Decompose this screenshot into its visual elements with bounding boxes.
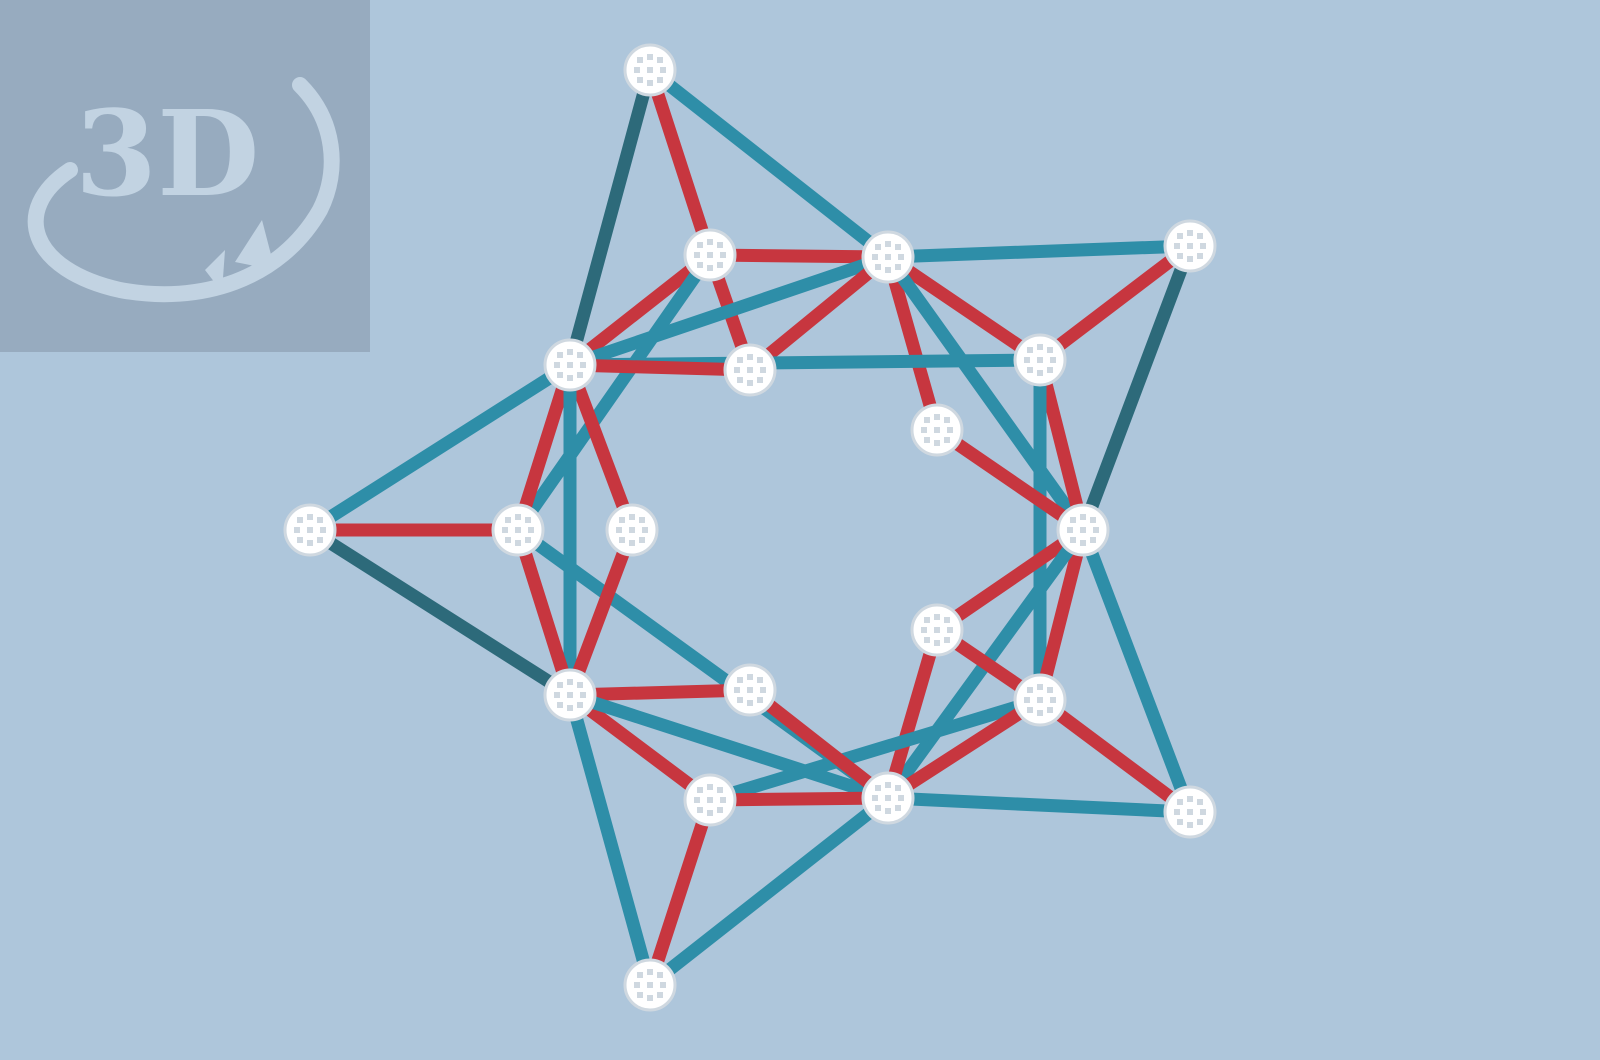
strut-D-E — [1033, 239, 1197, 367]
node-I — [283, 503, 337, 557]
strut-Q-R — [703, 791, 895, 807]
strut-C-H — [881, 250, 944, 437]
strut-J-O — [511, 523, 577, 702]
strut-M-R — [881, 623, 944, 805]
node-S — [1163, 785, 1217, 839]
strut-O-R — [563, 688, 895, 805]
badge-label: 3D — [75, 84, 259, 223]
strut-N2-Q — [703, 693, 1047, 807]
strut-B-C — [703, 248, 895, 264]
strut-O-T — [563, 688, 657, 992]
strut-E-L — [1033, 353, 1090, 537]
node-O — [543, 668, 597, 722]
node-N2 — [1013, 673, 1067, 727]
nodes — [283, 43, 1217, 1012]
node-H — [910, 403, 964, 457]
node-D — [1163, 219, 1217, 273]
strut-F-G — [563, 358, 757, 377]
strut-C-L — [881, 250, 1090, 537]
strut-C-F — [563, 250, 895, 372]
strut-N2-R — [881, 693, 1047, 805]
node-M — [910, 603, 964, 657]
3d-view-badge[interactable]: 3D — [0, 0, 370, 352]
strut-F-J — [511, 358, 577, 537]
node-J — [491, 503, 545, 557]
node-A — [623, 43, 677, 97]
node-G — [723, 343, 777, 397]
strut-C-E — [881, 250, 1047, 367]
strut-A-C — [643, 63, 895, 264]
strut-F-K — [563, 358, 639, 537]
strut-I-O — [303, 523, 577, 702]
strut-R-S — [881, 791, 1197, 819]
strut-L-N2 — [1033, 523, 1090, 707]
strut-F-I — [303, 358, 577, 537]
struts — [303, 63, 1197, 992]
strut-H-L — [930, 423, 1090, 537]
node-P — [723, 663, 777, 717]
strut-C-G — [743, 250, 895, 377]
node-C — [861, 230, 915, 284]
node-K — [605, 503, 659, 557]
node-F — [543, 338, 597, 392]
strut-R-T — [643, 791, 895, 992]
strut-Q-T — [643, 793, 717, 992]
strut-P-R — [743, 683, 895, 805]
node-L — [1056, 503, 1110, 557]
strut-B-J — [511, 248, 717, 537]
strut-L-S — [1076, 523, 1197, 819]
node-R — [861, 771, 915, 825]
node-E — [1013, 333, 1067, 387]
strut-N2-S — [1033, 693, 1197, 819]
strut-L-M — [930, 523, 1090, 637]
node-B — [683, 228, 737, 282]
rotate-3d-icon: 3D — [27, 77, 340, 303]
strut-C-D — [881, 239, 1197, 264]
node-T — [623, 958, 677, 1012]
strut-A-F — [563, 63, 657, 372]
strut-K-O — [563, 523, 639, 702]
strut-A-B — [643, 63, 717, 262]
strut-D-L — [1076, 239, 1197, 537]
strut-O-P — [563, 683, 757, 702]
node-Q — [683, 773, 737, 827]
strut-O-Q — [563, 688, 717, 807]
strut-B-F — [563, 248, 717, 372]
